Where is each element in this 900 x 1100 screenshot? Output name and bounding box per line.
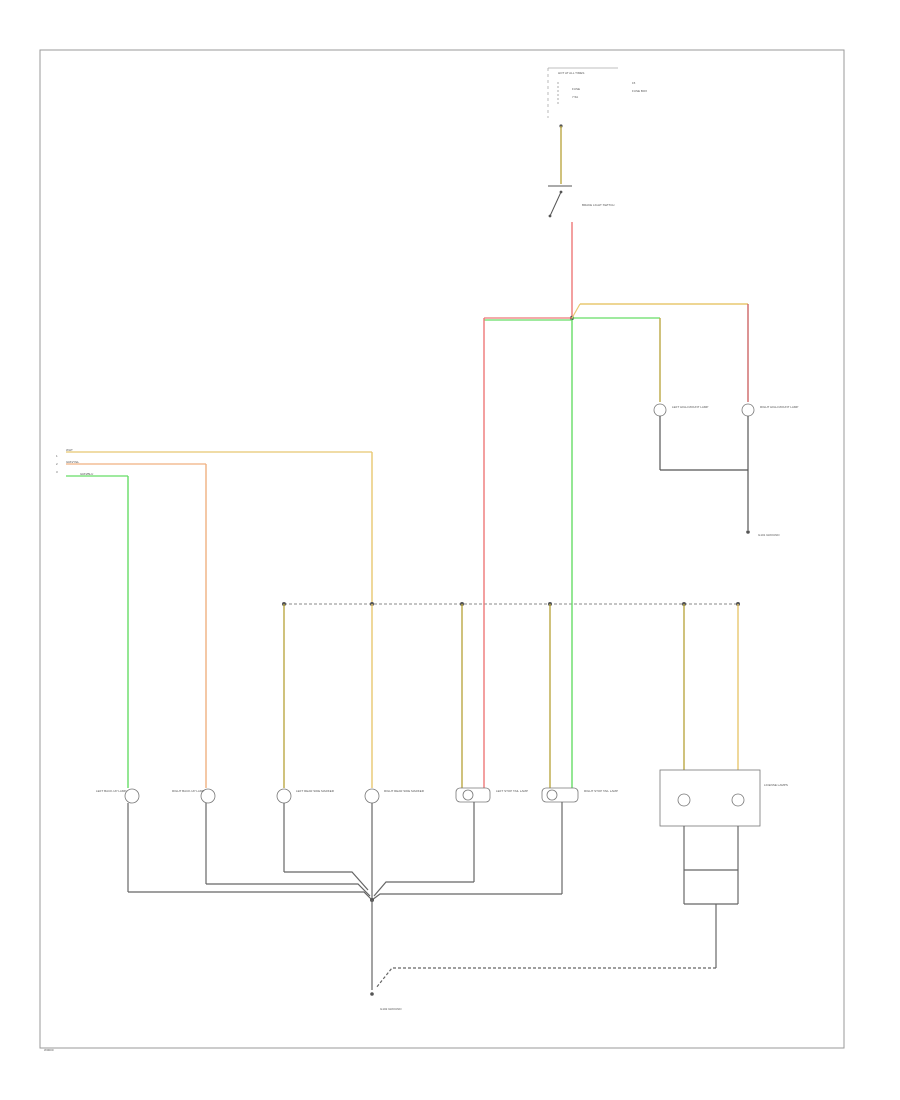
ground-return-right-outer	[371, 893, 562, 901]
switch-label: BRAKE LIGHT SWITCH	[582, 203, 614, 207]
power-source-title: HOT AT ALL TIMES	[558, 71, 584, 75]
connector-wire-3: GRN/BLU	[80, 472, 93, 476]
connector-wire-1: WHT	[66, 448, 73, 452]
license-bulb-2-icon	[731, 793, 745, 807]
connector-pin-2: 2	[56, 462, 58, 466]
right-backup-lamp: RIGHT BACK-UP LAMP	[172, 788, 216, 804]
right-high-mount-bulb-icon	[741, 403, 755, 417]
left-rear-side-label: LEFT REAR SIDE MARKER	[296, 789, 335, 793]
connector-left: 1 2 3 WHT GRN/YEL GRN/BLU	[56, 448, 93, 476]
license-lamps-label: LICENSE LAMPS	[764, 783, 788, 787]
ground-right-label: G101 GROUND	[758, 533, 780, 537]
left-stop-tail-lamp: LEFT STOP TAIL LAMP	[455, 787, 528, 803]
left-high-mount-bulb-icon	[653, 403, 667, 417]
power-source: HOT AT ALL TIMES FUSE 7.5A 15 FUSE BOX	[547, 67, 647, 128]
right-stop-tail-bulb-icon	[546, 789, 558, 801]
ground-return-left-outer	[128, 891, 373, 901]
right-rear-side-label: RIGHT REAR SIDE MARKER	[384, 789, 425, 793]
left-rear-side-bulb-icon	[276, 788, 292, 804]
brake-switch: BRAKE LIGHT SWITCH	[548, 185, 614, 218]
fuse-value: 7.5A	[572, 95, 578, 99]
left-backup-label: LEFT BACK-UP LAMP	[96, 789, 126, 793]
left-high-mount-label: LEFT HIGH MOUNT LAMP	[672, 405, 708, 409]
ground-bottom-icon	[370, 992, 374, 996]
ground-bottom-label: G102 GROUND	[380, 1007, 402, 1011]
right-rear-side-bulb-icon	[364, 788, 380, 804]
right-high-mount-lamp: RIGHT HIGH MOUNT LAMP	[741, 403, 798, 417]
fuse-number: 15	[632, 81, 636, 85]
diagram-frame	[39, 49, 845, 1049]
footer-code: W0000	[44, 1048, 54, 1052]
right-backup-label: RIGHT BACK-UP LAMP	[172, 789, 204, 793]
left-rear-side-lamp: LEFT REAR SIDE MARKER	[276, 788, 335, 804]
fuse-box-label: FUSE BOX	[632, 89, 647, 93]
fuse-label: FUSE	[572, 87, 580, 91]
wire-license-ground-shielded	[375, 967, 716, 989]
right-backup-bulb-icon	[200, 788, 216, 804]
connector-pin-3: 3	[56, 470, 58, 474]
left-stop-tail-label: LEFT STOP TAIL LAMP	[496, 789, 528, 793]
ground-return-left-side	[284, 871, 369, 891]
ground-right-icon	[746, 530, 750, 534]
license-lamps-housing	[659, 769, 761, 827]
license-lamps: LICENSE LAMPS	[659, 769, 788, 827]
connector-pin-1: 1	[56, 454, 58, 458]
ground-return-right-inner	[373, 881, 474, 897]
left-high-mount-lamp: LEFT HIGH MOUNT LAMP	[653, 403, 708, 417]
left-backup-lamp: LEFT BACK-UP LAMP	[96, 788, 140, 804]
ground-right: G101 GROUND	[746, 530, 780, 537]
left-stop-tail-bulb-icon	[462, 789, 474, 801]
right-stop-tail-lamp: RIGHT STOP TAIL LAMP	[541, 787, 618, 803]
connector-wire-2: GRN/YEL	[66, 460, 80, 464]
ground-bottom: G102 GROUND	[370, 992, 402, 1011]
right-high-mount-label: RIGHT HIGH MOUNT LAMP	[760, 405, 798, 409]
license-bulb-1-icon	[677, 793, 691, 807]
switch-contact	[549, 191, 562, 217]
left-backup-bulb-icon	[124, 788, 140, 804]
right-stop-tail-label: RIGHT STOP TAIL LAMP	[584, 789, 618, 793]
ground-return-left-inner	[206, 883, 371, 897]
right-rear-side-lamp: RIGHT REAR SIDE MARKER	[364, 788, 425, 804]
